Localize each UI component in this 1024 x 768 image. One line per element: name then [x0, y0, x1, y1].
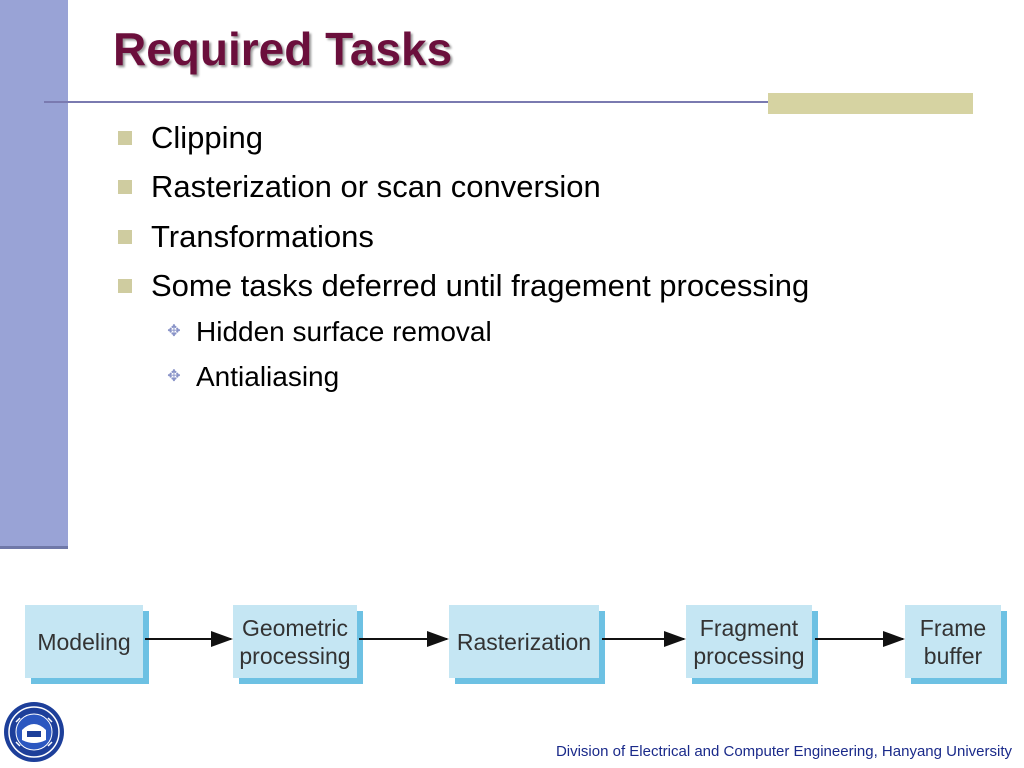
title-underline	[44, 101, 972, 103]
stage-label-line1: Fragment	[699, 614, 799, 641]
pipeline-arrow	[359, 631, 449, 647]
sub-bullet-item: ✥ Antialiasing	[166, 363, 339, 391]
slide-title: Required Tasks	[113, 23, 453, 75]
diamond-bullet-icon: ✥	[167, 323, 181, 340]
stage-label-line1: Modeling	[37, 628, 131, 655]
pipeline-stage-fragment-processing: Fragment processing	[686, 605, 812, 678]
bullet-text: Transformations	[151, 219, 374, 254]
bullet-text: Clipping	[151, 120, 264, 155]
square-bullet-icon	[118, 130, 132, 145]
sub-bullet-text: Antialiasing	[196, 361, 340, 392]
square-bullet-icon	[118, 229, 132, 244]
university-seal-icon	[2, 700, 66, 764]
bullet-text: Some tasks deferred until fragement proc…	[151, 268, 810, 303]
bullet-item: Transformations	[118, 221, 374, 252]
bullet-text: Rasterization or scan conversion	[151, 169, 601, 204]
side-bar-decoration	[0, 0, 68, 546]
footer-text: Division of Electrical and Computer Engi…	[555, 743, 1012, 760]
stage-label-line2: buffer	[923, 642, 983, 669]
pipeline-arrow	[145, 631, 233, 647]
stage-label-line1: Frame	[919, 614, 987, 641]
square-bullet-icon	[118, 278, 132, 293]
pipeline-stage-modeling: Modeling	[25, 605, 143, 678]
stage-label-line1: Geometric	[241, 614, 349, 641]
pipeline-arrow	[602, 631, 686, 647]
bullet-item: Some tasks deferred until fragement proc…	[118, 270, 809, 301]
stage-label-line2: processing	[693, 642, 805, 669]
bullet-item: Clipping	[118, 122, 263, 153]
sub-bullet-item: ✥ Hidden surface removal	[166, 316, 492, 347]
diamond-bullet-icon: ✥	[167, 368, 181, 385]
sub-bullet-text: Hidden surface removal	[196, 316, 492, 347]
bullet-item: Rasterization or scan conversion	[118, 171, 601, 202]
title-accent-bar	[768, 93, 973, 114]
pipeline-arrow	[815, 631, 905, 647]
stage-label-line2: processing	[239, 642, 351, 669]
stage-label-line1: Rasterization	[456, 628, 592, 655]
pipeline-stage-rasterization: Rasterization	[449, 605, 599, 678]
pipeline-stage-geometric-processing: Geometric processing	[233, 605, 357, 678]
square-bullet-icon	[118, 179, 132, 194]
pipeline-stage-frame-buffer: Frame buffer	[905, 605, 1001, 678]
